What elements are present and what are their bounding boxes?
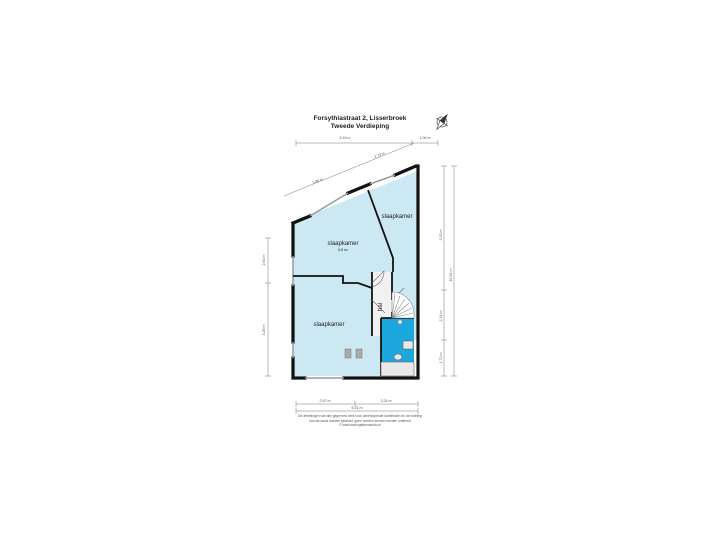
outer-walls [290, 164, 420, 380]
dim-bottom-left: 2.97 m [320, 399, 331, 403]
furniture [344, 348, 363, 359]
plan-address: Forsythiastraat 2, Lisserbroek [313, 115, 407, 122]
room-label-bedroom-bottom: slaapkamer [313, 322, 344, 328]
disclaimer-line-2: kan als basis worden gebruikt, geen rech… [309, 418, 411, 423]
dim-right-bottom: 1.72 m [439, 353, 443, 364]
dim-left-upper: 2.63 m [262, 255, 266, 266]
dim-top-left: 5.16 m [340, 136, 351, 140]
dim-slant-upper: 2.73 m [374, 151, 386, 159]
dim-bottom-right: 3.24 m [381, 399, 392, 403]
dim-right-top: 3.33 m [439, 230, 443, 241]
dimension-lines [265, 140, 457, 414]
dim-bottom-total: 6.21 m [352, 406, 363, 410]
dim-right-total: 10.52 m [449, 269, 453, 282]
disclaimer-line-3: © www.woningtekenstudio.nl [338, 423, 381, 427]
dim-left-lower: 3.28 m [262, 325, 266, 336]
bathroom-fixtures [380, 340, 415, 377]
windows [292, 174, 396, 379]
compass-icon [436, 113, 448, 131]
disclaimer-line-1: De afmetingen van alle gegevens bent voo… [298, 414, 422, 418]
stairs-icon [391, 291, 415, 325]
room-label-bedroom-top-right: slaapkamer [381, 214, 412, 220]
dim-right-middle: 2.31 m [439, 311, 443, 322]
plan-floor: Tweede Verdieping [330, 123, 390, 130]
dim-slant-lower: 3.96 m [312, 177, 324, 185]
room-area-bedroom-main: 6.8 m² [338, 248, 349, 252]
room-label-hall: hal [378, 303, 384, 311]
dim-top-right: 1.06 m [420, 136, 431, 140]
room-label-bedroom-main: slaapkamer [327, 241, 358, 247]
